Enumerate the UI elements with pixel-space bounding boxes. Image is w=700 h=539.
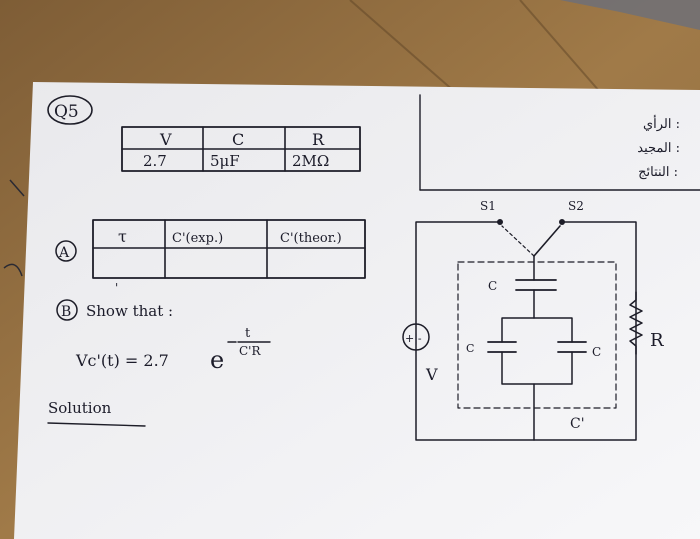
header-c: C (232, 130, 244, 149)
battery-symbol: +|- (405, 332, 422, 346)
margin-scribble (3, 179, 25, 277)
stray-mark: ' (115, 281, 118, 295)
cap-top-label: C (488, 279, 497, 293)
resistor-label: R (650, 330, 664, 351)
solution-heading: Solution (47, 399, 146, 427)
header-c-theor: C'(theor.) (280, 231, 342, 246)
header-r: R (312, 130, 325, 149)
value-c: 5μF (210, 152, 240, 170)
switch-1-node (497, 219, 503, 225)
part-b: B Show that : Vc'(t) = 2.7 e t C'R (56, 299, 271, 374)
given-values-table: V C R 2.7 5μF 2MΩ (121, 126, 361, 172)
arabic-note-2: المجيد : (637, 141, 680, 156)
cap-left-label: C (466, 342, 474, 355)
source-label: V (425, 365, 438, 384)
equation-exp-den: C'R (239, 344, 261, 358)
table-seam (349, 0, 601, 93)
paper-sheet (14, 82, 700, 539)
header-c-exp: C'(exp.) (172, 231, 223, 246)
header-v: V (159, 130, 172, 149)
equation-lhs: Vc'(t) = 2.7 (75, 351, 169, 370)
equation-exp-num: t (245, 326, 251, 341)
part-a: A τ C'(exp.) C'(theor.) (55, 219, 366, 279)
equation-base: e (210, 346, 224, 374)
show-that-text: Show that : (86, 302, 173, 320)
top-right-object (560, 0, 700, 30)
circuit-diagram: S1 S2 C C C C' R +|- V (402, 199, 664, 441)
header-tau: τ (118, 227, 127, 246)
value-r: 2MΩ (292, 152, 329, 170)
switch-2-node (559, 219, 565, 225)
arabic-notes: الرأي : المجيد : النتائج : (637, 115, 680, 180)
switch-1-label: S1 (480, 199, 496, 213)
arabic-note-3: النتائج : (638, 165, 678, 180)
equivalent-label: C' (570, 416, 585, 432)
svg-text:Solution: Solution (48, 399, 112, 417)
part-b-label: B (61, 304, 71, 320)
part-a-label: A (58, 245, 70, 261)
svg-text:Q5: Q5 (54, 102, 79, 122)
graph-axes (419, 94, 700, 191)
arabic-note-1: الرأي : (643, 115, 680, 132)
value-v: 2.7 (143, 152, 167, 170)
switch-2-label: S2 (568, 199, 584, 213)
question-label: Q5 (47, 95, 93, 125)
cap-right-label: C (592, 345, 601, 359)
